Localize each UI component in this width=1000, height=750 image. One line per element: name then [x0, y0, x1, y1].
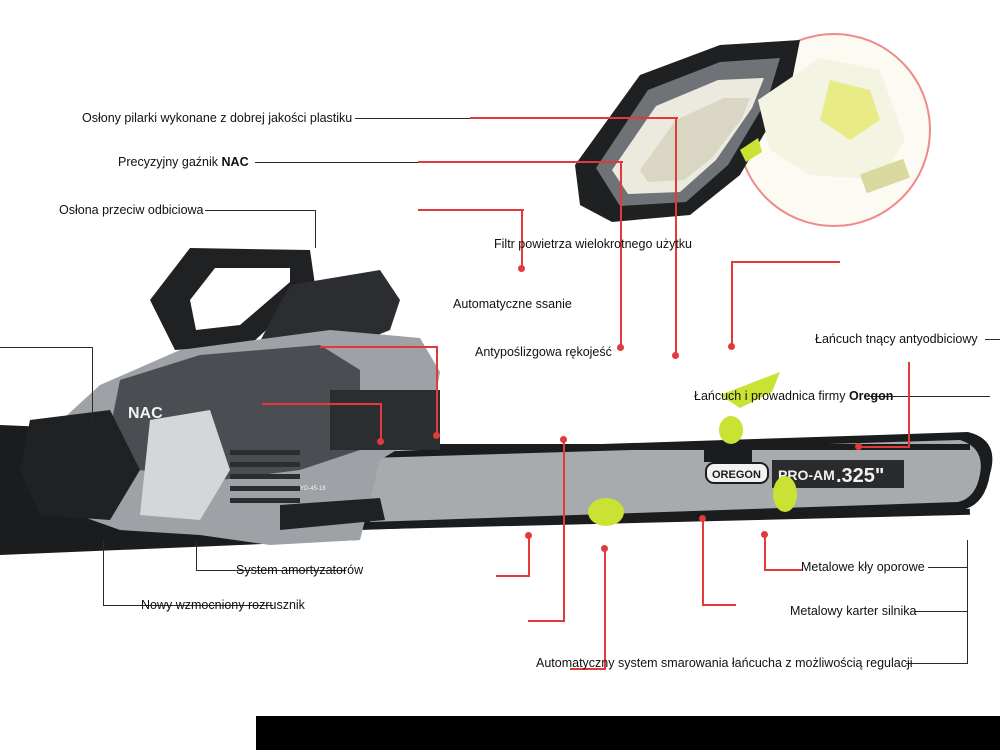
callout-carburetor-v	[620, 161, 622, 349]
callout-starter-dot	[560, 436, 567, 443]
callout-crankcase-h	[702, 604, 736, 606]
callout-filter-h	[418, 209, 524, 211]
callout-filter-v	[521, 209, 523, 269]
label-oiler: Automatyczny system smarowania łańcucha …	[536, 656, 913, 670]
label-housing: Osłony pilarki wykonane z dobrej jakości…	[82, 111, 353, 125]
label-anti-slip-grip: Antypoślizgowa rękojeść	[475, 345, 612, 359]
label-chain-bar: Łańcuch i prowadnica firmy Oregon	[694, 388, 893, 404]
leader-chain-bar	[870, 396, 990, 397]
callout-grip-dot	[433, 432, 440, 439]
callout-choke-dot	[377, 438, 384, 445]
leader-housing	[355, 118, 473, 119]
label-spikes: Metalowe kły oporowe	[801, 560, 925, 574]
label-carburetor-brand: NAC	[221, 155, 249, 169]
callout-dampers-dot	[525, 532, 532, 539]
callout-spikes-v	[764, 534, 766, 571]
label-chain-antikick: Łańcuch tnący antyodbiciowy	[815, 332, 978, 346]
callout-antikick-v	[731, 261, 733, 347]
callout-antikick-dot	[728, 343, 735, 350]
callout-housing-h	[470, 117, 678, 119]
callout-housing-dot	[672, 352, 679, 359]
label-air-filter: Filtr powietrza wielokrotnego użytku	[494, 237, 692, 251]
leader-crankcase	[915, 611, 967, 612]
leader-starter	[103, 605, 273, 606]
leader-spikes	[928, 567, 968, 568]
label-kickback-guard: Osłona przeciw odbiciowa	[59, 203, 204, 217]
bar-series-text: PRO-AM	[778, 467, 835, 483]
label-starter: Nowy wzmocniony rozrusznik	[141, 598, 305, 612]
leader-kickback-guard-v	[315, 210, 316, 248]
callout-housing-v	[675, 117, 677, 357]
callout-carburetor-dot	[617, 344, 624, 351]
callout-starter-h	[528, 620, 565, 622]
callout-antikick-h	[732, 261, 840, 263]
callout-choke-v	[380, 403, 382, 441]
model-code-text: YD-45-18	[300, 486, 326, 492]
label-chain-bar-text: Łańcuch i prowadnica firmy	[694, 389, 849, 403]
label-carburetor-text: Precyzyjny gaźnik	[118, 155, 222, 169]
label-chain-bar-brand: Oregon	[848, 389, 894, 403]
leader-carburetor	[255, 162, 418, 163]
air-filter-closeup	[575, 33, 931, 227]
label-auto-choke: Automatyczne ssanie	[453, 297, 572, 311]
callout-crankcase-v	[702, 518, 704, 606]
leader-kickback-guard	[205, 210, 315, 211]
label-dampers: System amortyzatorów	[236, 563, 364, 577]
callout-oiler-dot	[601, 545, 608, 552]
callout-spikes-h	[764, 569, 802, 571]
leader-chain-antikick	[985, 339, 1000, 340]
callout-choke-h	[262, 403, 382, 405]
leader-starter-v	[103, 540, 104, 605]
callout-grip-v	[436, 346, 438, 436]
callout-dampers-v	[528, 535, 530, 577]
callout-crankcase-dot	[699, 515, 706, 522]
chainsaw-illustration: OREGON PRO-AM .325" NAC YD-45-1	[0, 248, 993, 555]
footer-bar	[256, 716, 1000, 750]
callout-oiler-v	[604, 548, 606, 670]
callout-oiler-h	[570, 668, 606, 670]
callout-oregon-dot	[855, 443, 862, 450]
body-badge-text: NAC	[128, 405, 163, 422]
leader-dampers-v	[196, 540, 197, 570]
leader-dampers	[196, 570, 346, 571]
leader-left-1	[0, 347, 92, 348]
callout-oregon-h	[858, 446, 910, 448]
callout-filter-dot	[518, 265, 525, 272]
callout-grip-h	[320, 346, 438, 348]
callout-carburetor-h	[418, 161, 623, 163]
bar-pitch-text: .325"	[836, 465, 884, 487]
bar-brand-text: OREGON	[712, 469, 761, 481]
leader-left-1-v	[92, 347, 93, 422]
callout-starter-v	[563, 440, 565, 622]
callout-dampers-h	[496, 575, 530, 577]
callout-spikes-dot	[761, 531, 768, 538]
callout-oregon-v	[908, 362, 910, 448]
label-carburetor: Precyzyjny gaźnik NAC	[118, 154, 249, 170]
leader-oiler	[906, 663, 968, 664]
label-crankcase: Metalowy karter silnika	[790, 604, 917, 618]
leader-right-v	[967, 540, 968, 664]
